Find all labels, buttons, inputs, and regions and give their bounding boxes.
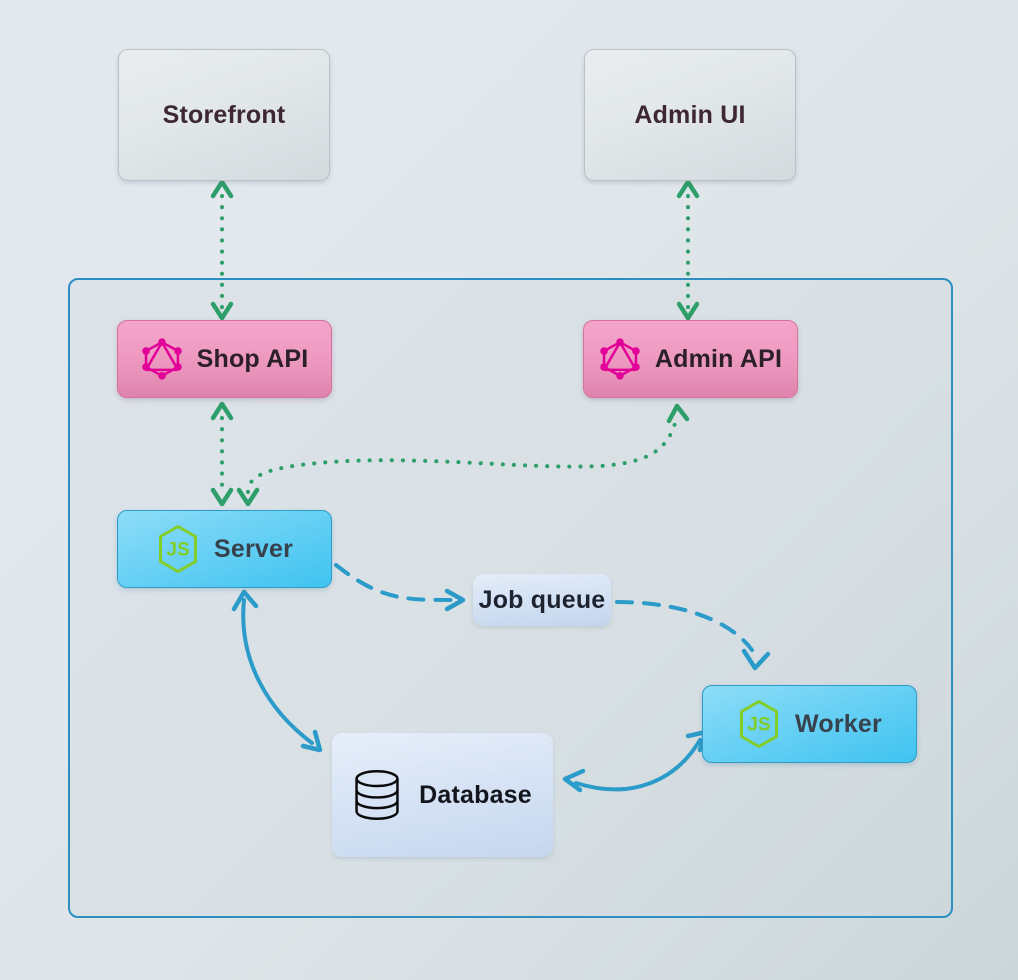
svg-text:JS: JS: [166, 540, 189, 561]
node-shop-api-label: Shop API: [196, 344, 309, 373]
node-admin-api[interactable]: Admin API: [583, 320, 798, 398]
nodejs-icon: JS: [737, 699, 781, 749]
nodejs-icon: JS: [156, 524, 200, 574]
node-worker-label: Worker: [795, 709, 882, 738]
database-icon: [353, 768, 401, 822]
node-shop-api[interactable]: Shop API: [117, 320, 332, 398]
node-server[interactable]: JS Server: [117, 510, 332, 588]
graphql-icon: [141, 337, 183, 381]
node-database[interactable]: Database: [332, 733, 553, 857]
node-storefront-label: Storefront: [162, 100, 286, 129]
node-admin-ui-label: Admin UI: [634, 100, 746, 129]
node-job-queue[interactable]: Job queue: [473, 574, 611, 626]
node-admin-api-label: Admin API: [654, 344, 783, 373]
node-admin-ui[interactable]: Admin UI: [584, 49, 796, 181]
node-server-label: Server: [213, 534, 294, 563]
graphql-icon: [599, 337, 641, 381]
node-worker[interactable]: JS Worker: [702, 685, 917, 763]
node-database-label: Database: [419, 780, 532, 809]
node-job-queue-label: Job queue: [478, 585, 606, 614]
node-storefront[interactable]: Storefront: [118, 49, 330, 181]
svg-text:JS: JS: [747, 715, 770, 736]
